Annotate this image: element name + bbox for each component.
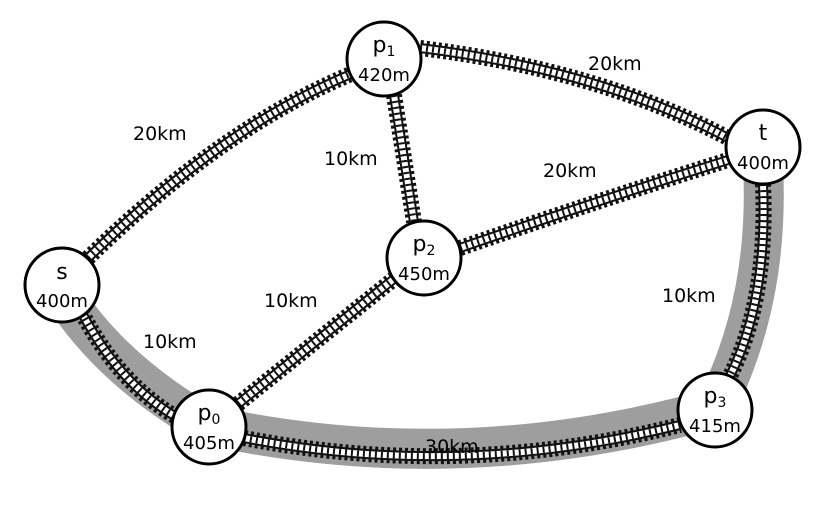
rail-track-s-p0	[74, 309, 183, 425]
node-p3-elevation: 415m	[689, 416, 741, 437]
node-p3-name: p3	[704, 384, 727, 411]
node-p0: p0 405m	[170, 388, 248, 466]
node-p0-name: p0	[198, 401, 221, 428]
edge-label-s-p0: 10km	[143, 331, 197, 353]
edge-label-p2-t: 20km	[543, 160, 597, 182]
rail-track-t-p3	[722, 183, 772, 380]
node-p2-name: p2	[413, 232, 436, 259]
node-p2: p2 450m	[385, 219, 463, 297]
node-s-name: s	[56, 260, 67, 285]
edge-label-p0-p3: 30km	[425, 436, 479, 458]
rail-tracks	[74, 40, 772, 465]
edge-label-p1-t: 20km	[588, 53, 642, 75]
node-p1-name: p1	[373, 33, 396, 60]
rail-track-p2-t	[457, 152, 731, 256]
node-p1-elevation: 420m	[358, 65, 410, 86]
node-s-elevation: 400m	[36, 291, 88, 312]
edge-label-p1-p2: 10km	[324, 148, 378, 170]
edge-label-t-p3: 10km	[662, 285, 716, 307]
rail-track-p0-p2	[232, 271, 400, 411]
node-p1: p1 420m	[345, 20, 423, 98]
rail-track-s-p1	[82, 60, 369, 264]
node-t-elevation: 400m	[737, 153, 789, 174]
node-p3: p3 415m	[676, 371, 754, 449]
rail-track-p1-t	[419, 40, 732, 146]
node-s: s 400m	[23, 246, 101, 324]
edge-label-s-p1: 20km	[133, 123, 187, 145]
edge-labels: 20km 20km 10km 20km 10km 10km 30km 10km	[133, 53, 716, 458]
node-p0-elevation: 405m	[183, 433, 235, 454]
node-t: t 400m	[724, 108, 802, 186]
node-t-name: t	[759, 121, 768, 146]
node-p2-elevation: 450m	[398, 264, 450, 285]
rail-track-p1-p2	[386, 93, 422, 224]
rail-track-p0-p3	[242, 417, 682, 465]
edge-label-p0-p2: 10km	[264, 290, 318, 312]
